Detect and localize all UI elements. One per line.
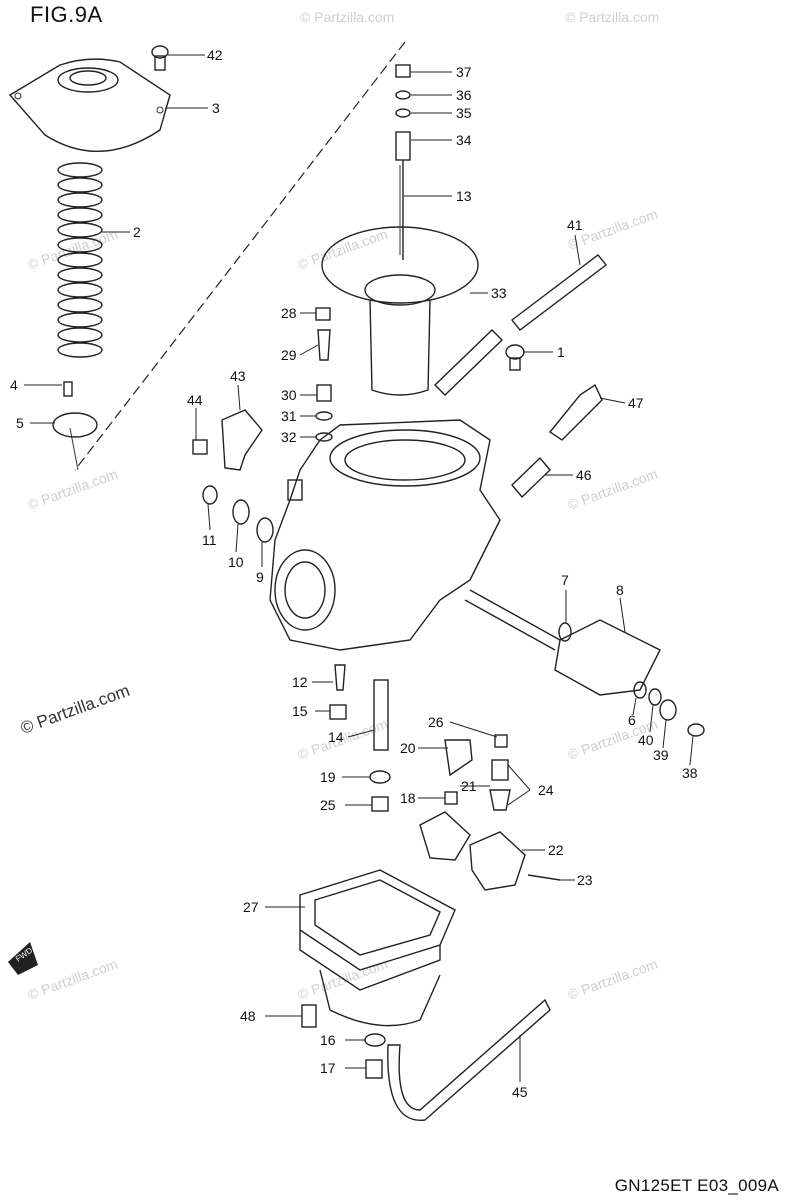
callout-21: 18 [400, 790, 416, 806]
callout-34: 34 [456, 132, 472, 148]
callout-36: 36 [456, 87, 472, 103]
callout-43: 43 [230, 368, 246, 384]
float-bowl-part-27 [299, 869, 456, 1027]
callout-46: 46 [576, 467, 592, 483]
watermark: © Partzilla.com [565, 9, 659, 25]
assembly-guide-line [74, 41, 406, 471]
carburetor-body [269, 419, 501, 651]
screw-part-47 [548, 383, 603, 441]
callout-3: 3 [212, 100, 220, 116]
callout-27: 27 [243, 899, 259, 915]
callout-32: 32 [281, 429, 297, 445]
figure-title: FIG.9A [30, 2, 103, 27]
leader-lines [24, 54, 694, 1082]
watermark: © Partzilla.com [26, 466, 120, 513]
callout-25: 21 [461, 778, 477, 794]
watermark: © Partzilla.com [566, 956, 660, 1003]
callout-14: 14 [328, 729, 344, 745]
hose-part-41 [434, 254, 607, 396]
callout-8: 8 [616, 582, 624, 598]
screw-part-4 [63, 381, 73, 397]
callout-24: 24 [538, 782, 554, 798]
callout-7: 7 [561, 572, 569, 588]
watermark: © Partzilla.com [26, 226, 120, 273]
callout-40: 40 [638, 732, 654, 748]
callout-9: 9 [256, 569, 264, 585]
callout-18: 25 [320, 797, 336, 813]
jet-parts-28-32 [315, 307, 333, 442]
washer-part-7 [558, 622, 572, 642]
spring-part-2 [57, 162, 103, 358]
watermark: © Partzilla.com [296, 226, 390, 273]
drain-hose-part-45 [387, 998, 551, 1121]
callout-20: 20 [400, 740, 416, 756]
watermark-layer: © Partzilla.com © Partzilla.com © Partzi… [26, 9, 660, 1003]
callout-47: 47 [628, 395, 644, 411]
callout-45: 45 [512, 1084, 528, 1100]
diagram-code: GN125ET E03_009A [614, 1176, 779, 1195]
throttle-shaft-part-8 [464, 589, 661, 696]
parts-6-40-39-38 [633, 681, 705, 737]
callout-41: 41 [567, 217, 583, 233]
callout-31: 31 [281, 408, 297, 424]
callout-38: 38 [682, 765, 698, 781]
callout-48: 48 [240, 1008, 256, 1024]
screw-part-42 [151, 45, 169, 71]
spring-part-46 [511, 456, 551, 499]
watermark: © Partzilla.com [300, 9, 394, 25]
callout-16: 16 [320, 1032, 336, 1048]
float-part-22 [419, 811, 526, 891]
screw-part-1 [505, 344, 525, 371]
assembly-guide-line [69, 427, 79, 471]
callout-22: 22 [548, 842, 564, 858]
callout-4: 4 [10, 377, 18, 393]
callout-28: 28 [281, 305, 297, 321]
callout-17: 17 [320, 1060, 336, 1076]
callout-11: 11 [202, 532, 217, 548]
callout-2: 2 [133, 224, 141, 240]
watermark: © Partzilla.com [26, 956, 120, 1003]
callout-23: 23 [577, 872, 593, 888]
diaphragm-part-33 [321, 226, 479, 396]
callout-35: 35 [456, 105, 472, 121]
callout-10: 10 [228, 554, 244, 570]
callout-39: 39 [653, 747, 669, 763]
callout-5: 5 [16, 415, 24, 431]
callout-29: 29 [281, 347, 297, 363]
forward-arrow-icon: FWD [8, 942, 38, 975]
washers-9-11 [202, 485, 274, 543]
top-cover-part-3 [8, 58, 171, 152]
plate-part-5 [52, 412, 98, 438]
callout-1: 1 [557, 344, 565, 360]
callout-6: 6 [628, 712, 636, 728]
float-pin-parts [444, 734, 511, 811]
callout-13: 13 [456, 188, 472, 204]
callout-37: 37 [456, 64, 472, 80]
callout-44: 44 [187, 392, 203, 408]
callout-labels: 42 3 2 4 5 37 36 35 34 13 41 33 28 1 29 … [10, 47, 698, 1100]
callout-42: 42 [207, 47, 223, 63]
screw-part-44 [192, 439, 208, 455]
bracket-part-43 [221, 409, 263, 471]
callout-12: 12 [292, 674, 308, 690]
callout-26: 26 [428, 714, 444, 730]
callout-33: 33 [491, 285, 507, 301]
pin-part-23 [527, 874, 561, 881]
needle-assembly [395, 64, 411, 260]
callout-15: 15 [292, 703, 308, 719]
callout-30: 30 [281, 387, 297, 403]
callout-19: 19 [320, 769, 336, 785]
